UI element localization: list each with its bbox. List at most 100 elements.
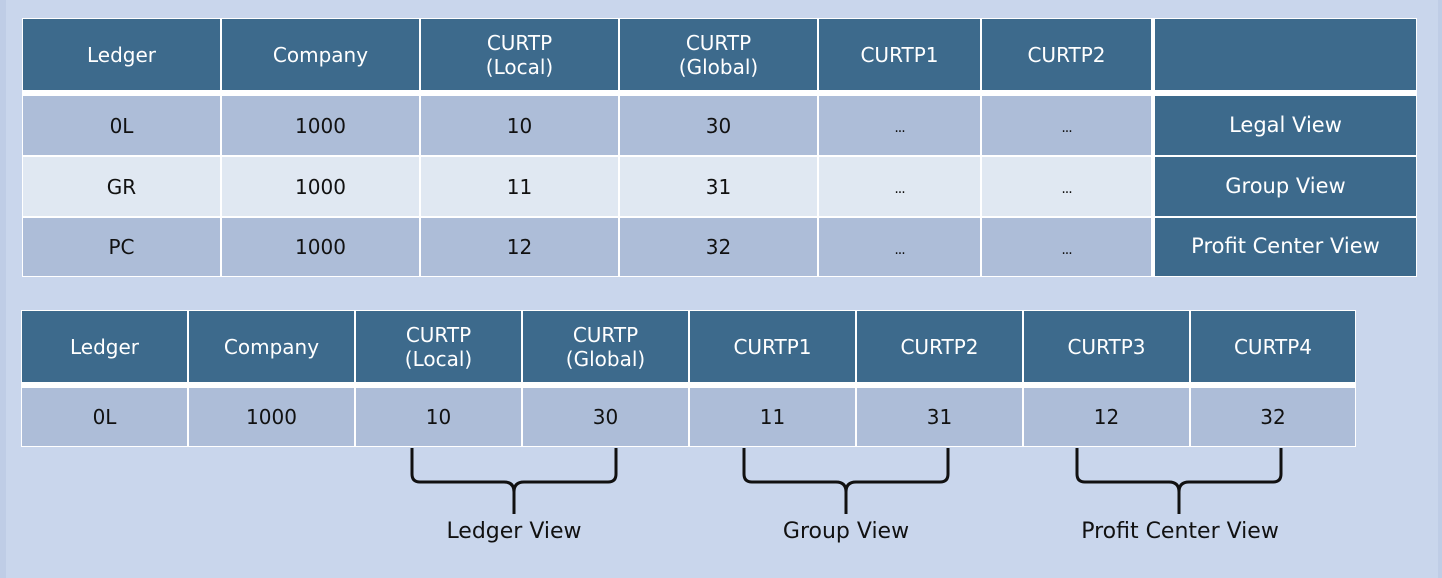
row3-view-profit-center: Profit Center View: [1155, 218, 1416, 276]
cell-value: 12: [506, 235, 533, 259]
row2-ledger: GR: [23, 157, 220, 216]
brace-profit-center-view-icon: [1075, 448, 1283, 514]
header-curtp-global: CURTP (Global): [620, 19, 817, 90]
cell-value: 10: [425, 405, 452, 429]
row3-curtp2: ...: [982, 218, 1151, 276]
header-curtp-local-line2: (Local): [485, 54, 554, 79]
ellipsis: ...: [1061, 120, 1072, 137]
brace-label-profit-center-view: Profit Center View: [1081, 519, 1279, 544]
header-line1: CURTP: [405, 322, 472, 347]
t2-header-ledger: Ledger: [22, 311, 187, 382]
t2-header-curtp1: CURTP1: [690, 311, 855, 382]
header-curtp1-label: CURTP1: [860, 42, 939, 67]
t2-row-curtp1: 11: [690, 388, 855, 446]
header-curtp1: CURTP1: [819, 19, 980, 90]
t2-row-curtp2: 31: [857, 388, 1022, 446]
header-ledger: Ledger: [23, 19, 220, 90]
row1-curtp2: ...: [982, 96, 1151, 155]
cell-value: 1000: [295, 174, 346, 199]
header-line1: CURTP: [572, 322, 639, 347]
cell-value: 1000: [246, 405, 297, 429]
row1-curtp-local: 10: [421, 96, 618, 155]
header-company: Company: [222, 19, 419, 90]
header-curtp-global-line1: CURTP: [685, 30, 752, 55]
right-edge-band: [1438, 0, 1442, 578]
t2-header-curtp2: CURTP2: [857, 311, 1022, 382]
row2-curtp1: ...: [819, 157, 980, 216]
cell-value: 0L: [109, 113, 134, 138]
cell-value: 11: [759, 405, 786, 429]
cell-value: 31: [705, 174, 732, 199]
view-label: Profit Center View: [1191, 234, 1380, 259]
header-label: Ledger: [69, 334, 139, 359]
row3-company: 1000: [222, 218, 419, 276]
cell-value: GR: [106, 174, 137, 199]
header-label: CURTP4: [1233, 334, 1313, 359]
row3-ledger: PC: [23, 218, 220, 276]
cell-value: 32: [705, 235, 732, 259]
t2-row-curtp3: 12: [1024, 388, 1189, 446]
t2-row-curtp4: 32: [1191, 388, 1355, 446]
t2-header-company: Company: [189, 311, 354, 382]
row2-curtp2: ...: [982, 157, 1151, 216]
cell-value: 11: [506, 174, 533, 199]
row2-company: 1000: [222, 157, 419, 216]
cell-value: 10: [506, 113, 533, 138]
left-edge-band: [0, 0, 6, 578]
t2-row-ledger: 0L: [22, 388, 187, 446]
row3-curtp1: ...: [819, 218, 980, 276]
header-line2: (Local): [404, 346, 473, 371]
cell-value: 31: [926, 405, 953, 429]
brace-ledger-view-icon: [410, 448, 618, 514]
brace-label-group-view: Group View: [782, 519, 910, 544]
header-curtp2-label: CURTP2: [1027, 42, 1106, 67]
row3-curtp-local: 12: [421, 218, 618, 276]
view-label: Legal View: [1229, 112, 1342, 137]
row1-ledger: 0L: [23, 96, 220, 155]
cell-value: 30: [592, 405, 619, 429]
header-label: CURTP1: [733, 334, 812, 359]
cell-value: 1000: [295, 113, 346, 138]
ellipsis: ...: [894, 120, 905, 137]
header-curtp-local-line1: CURTP: [486, 30, 553, 55]
row2-curtp-local: 11: [421, 157, 618, 216]
view-label: Group View: [1225, 173, 1346, 198]
ellipsis: ...: [1061, 241, 1072, 258]
cell-value: 0L: [92, 405, 117, 429]
t2-row-curtp-local: 10: [356, 388, 521, 446]
header-curtp2: CURTP2: [982, 19, 1151, 90]
t2-row-curtp-global: 30: [523, 388, 688, 446]
header-label: CURTP3: [1067, 334, 1146, 359]
t2-header-curtp-global: CURTP (Global): [523, 311, 688, 382]
row1-curtp-global: 30: [620, 96, 817, 155]
row2-curtp-global: 31: [620, 157, 817, 216]
header-view-blank: [1155, 19, 1416, 90]
cell-value: 32: [1260, 405, 1286, 429]
brace-label-ledger-view: Ledger View: [446, 519, 582, 544]
t2-header-curtp-local: CURTP (Local): [356, 311, 521, 382]
header-curtp-global-line2: (Global): [678, 54, 759, 79]
ledger-table-single-ledger: Ledger Company CURTP (Local) CURTP (Glob…: [21, 310, 1356, 447]
row3-curtp-global: 32: [620, 218, 817, 276]
cell-value: 30: [705, 113, 732, 138]
t2-row-company: 1000: [189, 388, 354, 446]
ellipsis: ...: [894, 181, 905, 198]
header-curtp-local: CURTP (Local): [421, 19, 618, 90]
ellipsis: ...: [1061, 181, 1072, 198]
cell-value: 1000: [295, 235, 346, 259]
t2-header-curtp3: CURTP3: [1024, 311, 1189, 382]
header-company-label: Company: [272, 42, 369, 67]
row1-company: 1000: [222, 96, 419, 155]
header-label: CURTP2: [900, 334, 979, 359]
ellipsis: ...: [894, 241, 905, 258]
brace-group-view-icon: [742, 448, 950, 514]
header-ledger-label: Ledger: [86, 42, 156, 67]
cell-value: 12: [1093, 405, 1120, 429]
row1-curtp1: ...: [819, 96, 980, 155]
t2-header-curtp4: CURTP4: [1191, 311, 1355, 382]
header-line2: (Global): [565, 346, 646, 371]
cell-value: PC: [108, 235, 135, 259]
row2-view-group: Group View: [1155, 157, 1416, 216]
row1-view-legal: Legal View: [1155, 96, 1416, 155]
header-label: Company: [223, 334, 320, 359]
